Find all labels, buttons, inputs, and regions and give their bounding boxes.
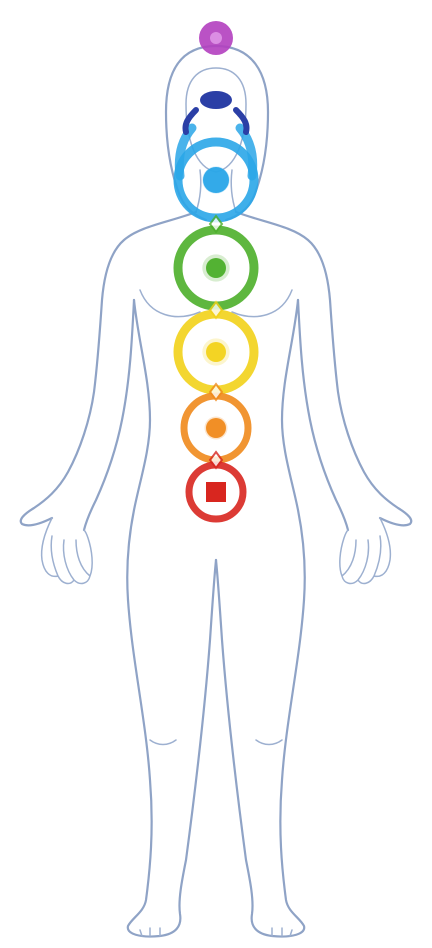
right-leg-outline xyxy=(216,560,304,937)
chakra-root xyxy=(206,482,226,502)
chakra-crown-center xyxy=(210,32,222,44)
right-arm-inner xyxy=(298,300,348,530)
right-torso-outline xyxy=(236,212,411,525)
chakra-solar-plexus xyxy=(206,342,226,362)
chakra-throat xyxy=(203,167,229,193)
chakra-third-eye xyxy=(200,91,232,109)
left-torso-outline xyxy=(21,212,196,525)
left-leg-outline xyxy=(128,560,216,937)
chakra-heart xyxy=(206,258,226,278)
knee-lines xyxy=(150,740,282,745)
chakra-sacral xyxy=(206,418,226,438)
left-arm-inner xyxy=(84,300,134,530)
face-outline xyxy=(186,68,246,172)
chakra-points xyxy=(185,21,246,502)
